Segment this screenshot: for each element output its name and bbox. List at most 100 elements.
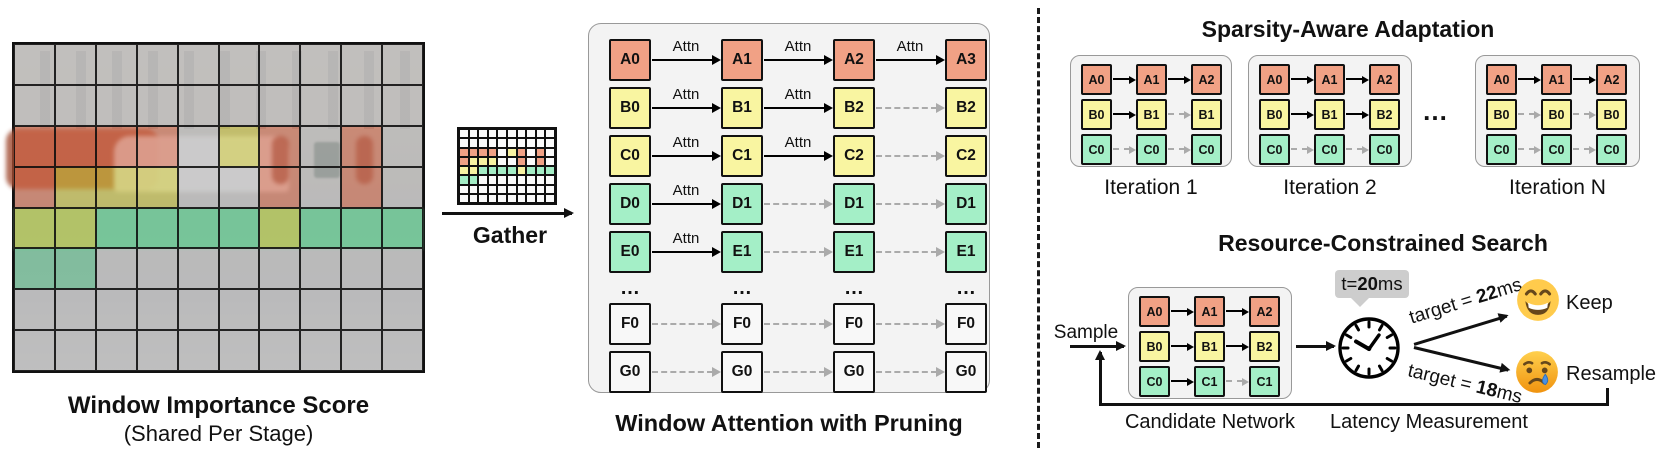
grid-cell — [300, 207, 342, 249]
grid-cell — [545, 138, 555, 148]
grid-cell — [478, 175, 488, 185]
arrow-head — [936, 199, 945, 209]
grid-cell — [218, 207, 260, 249]
grid-cell — [535, 129, 546, 139]
arrow-head — [936, 367, 945, 377]
token-box-A1: A1 — [721, 39, 763, 81]
grid-cell — [14, 166, 55, 208]
grid-cell — [526, 129, 536, 139]
grid-cell — [341, 248, 383, 290]
arrow-shaft — [1346, 78, 1363, 81]
skip-arrow — [1290, 134, 1314, 165]
attn-label: Attn — [672, 230, 700, 247]
arrow-head — [1362, 110, 1369, 119]
grid-cell — [259, 330, 301, 371]
token-box-B1: B1 — [1314, 99, 1345, 130]
grid-cell — [497, 138, 507, 148]
grid-cell — [177, 207, 219, 249]
arrow-head — [1589, 145, 1596, 154]
arrow-shaft — [652, 58, 713, 61]
grid-cell — [516, 138, 527, 148]
attn-arrow: Attn — [763, 38, 833, 81]
grid-cell — [526, 147, 536, 157]
gather-arrow — [442, 212, 572, 215]
grid-cell — [535, 156, 546, 166]
gather-mini-grid — [457, 127, 557, 205]
left-title: Window Importance Score — [67, 392, 370, 419]
grid-cell — [535, 193, 546, 203]
grid-cell — [487, 147, 498, 157]
grid-cell — [526, 175, 536, 185]
grid-cell — [95, 166, 137, 208]
grid-cell — [177, 125, 219, 167]
sample-arrow — [1070, 345, 1124, 348]
grid-cell — [54, 84, 96, 126]
feedback-line-bottom — [1099, 403, 1609, 406]
importance-score-image — [6, 42, 425, 373]
arrow-shaft — [1573, 148, 1590, 151]
grid-cell — [478, 184, 488, 194]
arrow-shaft — [876, 106, 937, 109]
left-subtitle: (Shared Per Stage) — [123, 421, 314, 446]
token-box-A0: A0 — [1139, 296, 1170, 327]
grid-cell — [507, 193, 517, 203]
token-box-C0: C0 — [1314, 134, 1345, 165]
attn-arrow: Attn — [875, 38, 945, 81]
grid-cell — [136, 289, 178, 331]
gather-label: Gather — [472, 222, 548, 248]
arrow-head — [1307, 145, 1314, 154]
attn-arrow: Attn — [651, 134, 721, 177]
arrow-head — [1242, 307, 1249, 316]
arrow-shaft — [764, 154, 825, 157]
ellipsis: … — [844, 277, 864, 299]
grid-cell — [459, 138, 469, 148]
token-box-C2: C2 — [945, 135, 987, 177]
grid-cell — [136, 125, 178, 167]
attn-arrow — [1345, 99, 1369, 130]
attn-arrow — [1167, 64, 1191, 95]
grid-cell — [516, 129, 527, 139]
feedback-arrow-up — [1099, 352, 1102, 405]
grid-cell — [341, 207, 383, 249]
attn-arrow — [1345, 64, 1369, 95]
arrow-head — [1187, 307, 1194, 316]
token-box-C2: C2 — [833, 135, 875, 177]
skip-arrow — [1345, 134, 1369, 165]
keep-label: Keep — [1566, 292, 1613, 314]
grid-cell — [497, 166, 507, 176]
grid-cell — [382, 125, 423, 167]
grid-cell — [54, 166, 96, 208]
arrow-shaft — [1291, 113, 1308, 116]
grid-cell — [259, 84, 301, 126]
grid-cell — [516, 193, 527, 203]
grid-cell — [218, 330, 260, 371]
grid-cell — [54, 44, 96, 85]
grid-cell — [468, 147, 479, 157]
token-box-E1: E1 — [721, 231, 763, 273]
section-divider — [1037, 8, 1040, 448]
token-box-A1: A1 — [1136, 64, 1167, 95]
token-box-C0: C0 — [1191, 134, 1222, 165]
grid-cell — [259, 207, 301, 249]
arrow-head — [824, 367, 833, 377]
arrow-shaft — [1113, 148, 1130, 151]
grid-cell — [526, 166, 536, 176]
skip-arrow — [1517, 99, 1541, 130]
grinning-face-icon — [1517, 279, 1559, 321]
token-box-B1: B1 — [721, 87, 763, 129]
grid-cell — [507, 156, 517, 166]
grid-cell — [14, 44, 55, 85]
grid-cell — [382, 289, 423, 331]
grid-cell — [382, 330, 423, 371]
arrow-head — [712, 151, 721, 161]
iterations-ellipsis: … — [1422, 96, 1450, 126]
grid-cell — [300, 248, 342, 290]
attn-label: Attn — [672, 86, 700, 103]
grid-cell — [468, 184, 479, 194]
grid-cell — [218, 84, 260, 126]
token-box-C0: C0 — [1259, 134, 1290, 165]
